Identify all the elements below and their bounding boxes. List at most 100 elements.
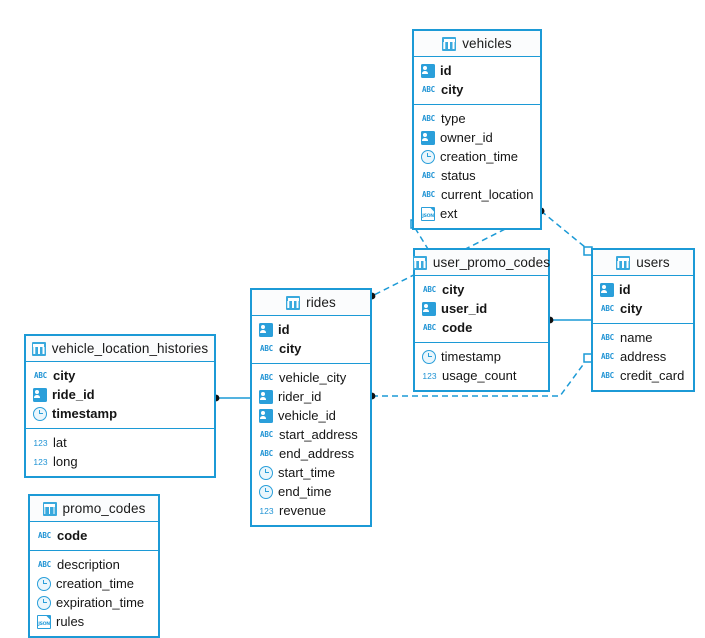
primary-key-row[interactable]: user_id: [415, 299, 548, 318]
primary-key-row[interactable]: id: [252, 320, 370, 339]
column-row[interactable]: rules: [30, 612, 158, 631]
column-name: lat: [53, 435, 67, 450]
column-name: creation_time: [56, 576, 135, 591]
primary-key-name: code: [442, 320, 473, 335]
column-name: start_time: [278, 465, 336, 480]
primary-key-row[interactable]: ABC city: [415, 280, 548, 299]
column-row[interactable]: owner_id: [414, 128, 540, 147]
json-icon: [421, 206, 435, 221]
column-name: expiration_time: [56, 595, 145, 610]
primary-key-row[interactable]: id: [593, 280, 693, 299]
abc-icon: ABC: [422, 113, 435, 123]
primary-key-name: city: [620, 301, 643, 316]
column-row[interactable]: ABC address: [593, 347, 693, 366]
abc-icon: ABC: [38, 530, 51, 540]
primary-key-row[interactable]: ABC city: [414, 80, 540, 99]
id-icon: [421, 63, 435, 78]
clock-icon: [259, 484, 273, 499]
abc-icon: ABC: [38, 559, 51, 569]
abc-icon: ABC: [422, 84, 435, 94]
column-row[interactable]: timestamp: [415, 347, 548, 366]
column-row[interactable]: end_time: [252, 482, 370, 501]
column-row[interactable]: ABC name: [593, 328, 693, 347]
column-row[interactable]: start_time: [252, 463, 370, 482]
primary-key-row[interactable]: id: [414, 61, 540, 80]
primary-key-name: city: [441, 82, 464, 97]
abc-icon: ABC: [260, 372, 273, 382]
column-row[interactable]: ABC type: [414, 109, 540, 128]
id-icon: [600, 282, 614, 297]
column-row[interactable]: creation_time: [30, 574, 158, 593]
column-name: end_address: [279, 446, 355, 461]
table-header-vehicle_location_histories[interactable]: vehicle_location_histories: [26, 336, 214, 362]
table-title: vehicles: [462, 36, 512, 51]
table-header-users[interactable]: users: [593, 250, 693, 276]
table-header-vehicles[interactable]: vehicles: [414, 31, 540, 57]
abc-icon: ABC: [423, 284, 436, 294]
table-header-promo_codes[interactable]: promo_codes: [30, 496, 158, 522]
id-icon: [422, 301, 436, 316]
column-row[interactable]: expiration_time: [30, 593, 158, 612]
table-icon: [616, 255, 631, 270]
primary-key-row[interactable]: ride_id: [26, 385, 214, 404]
abc-icon: ABC: [423, 322, 436, 332]
primary-key-name: timestamp: [52, 406, 118, 421]
abc-icon: ABC: [260, 343, 273, 353]
table-title: user_promo_codes: [432, 255, 551, 270]
column-row[interactable]: rider_id: [252, 387, 370, 406]
column-row[interactable]: ext: [414, 204, 540, 223]
123-icon: 123: [422, 370, 437, 381]
abc-icon: ABC: [34, 370, 47, 380]
column-row[interactable]: vehicle_id: [252, 406, 370, 425]
clock-icon: [422, 349, 436, 364]
table-header-rides[interactable]: rides: [252, 290, 370, 316]
primary-key-row[interactable]: ABC code: [415, 318, 548, 337]
column-name: type: [441, 111, 466, 126]
primary-key-row[interactable]: timestamp: [26, 404, 214, 423]
column-name: current_location: [441, 187, 534, 202]
column-name: revenue: [279, 503, 326, 518]
column-name: long: [53, 454, 78, 469]
primary-key-name: city: [442, 282, 465, 297]
column-name: vehicle_id: [278, 408, 336, 423]
table-header-user_promo_codes[interactable]: user_promo_codes: [412, 250, 551, 276]
json-icon: [37, 614, 51, 629]
table-title: vehicle_location_histories: [51, 341, 209, 356]
column-name: rules: [56, 614, 85, 629]
column-name: name: [620, 330, 653, 345]
primary-key-name: ride_id: [52, 387, 95, 402]
column-name: address: [620, 349, 667, 364]
abc-icon: ABC: [601, 332, 614, 342]
column-row[interactable]: creation_time: [414, 147, 540, 166]
abc-icon: ABC: [601, 351, 614, 361]
abc-icon: ABC: [260, 429, 273, 439]
id-icon: [259, 322, 273, 337]
